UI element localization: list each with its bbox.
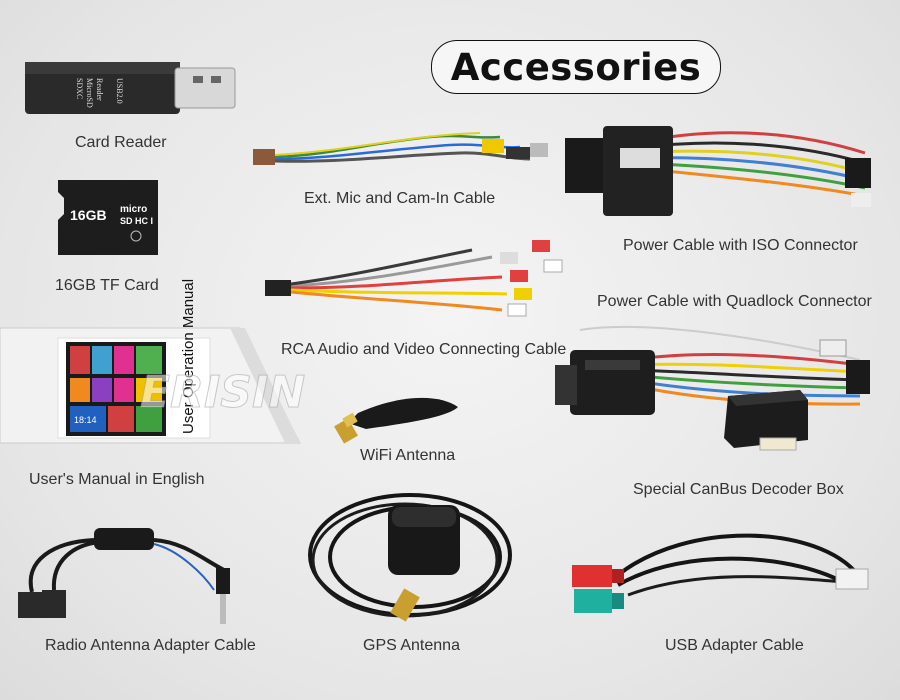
canbus-box-icon bbox=[724, 390, 808, 451]
label-quadlock-cable: Power Cable with Quadlock Connector bbox=[597, 293, 872, 310]
wifi-antenna-icon bbox=[334, 397, 458, 444]
quadlock-harness-icon bbox=[555, 325, 870, 415]
label-wifi-antenna: WiFi Antenna bbox=[360, 447, 456, 464]
watermark: ERISIN bbox=[140, 365, 400, 419]
label-gps-antenna: GPS Antenna bbox=[363, 637, 460, 654]
label-card-reader: Card Reader bbox=[75, 134, 167, 151]
label-canbus-box: Special CanBus Decoder Box bbox=[633, 481, 844, 498]
gps-antenna bbox=[300, 485, 530, 635]
quadlock-cable bbox=[550, 320, 885, 440]
label-mic-cam-cable: Ext. Mic and Cam-In Cable bbox=[304, 190, 496, 207]
gps-antenna-icon bbox=[308, 493, 512, 622]
iso-power-cable bbox=[565, 108, 885, 223]
canbus-box bbox=[720, 388, 815, 458]
user-manual-icon: 18:14 User Operation Manual bbox=[0, 279, 301, 444]
label-manual: User's Manual in English bbox=[29, 471, 205, 488]
usb-adapter-icon bbox=[572, 533, 869, 613]
label-tf-card: 16GB TF Card bbox=[55, 277, 159, 294]
tf-card-class: SD HC I bbox=[120, 216, 153, 226]
rca-cable-icon bbox=[265, 240, 563, 317]
radio-adapter bbox=[14, 520, 264, 630]
micro-sd-card-icon: 16GB micro SD HC I bbox=[58, 180, 158, 255]
card-reader: SDXC MicroSD Reader USB2.0 bbox=[25, 60, 240, 130]
reader-text-reader: Reader bbox=[95, 78, 104, 101]
reader-text-sdxc: SDXC bbox=[75, 78, 84, 99]
label-iso-power-cable: Power Cable with ISO Connector bbox=[623, 237, 858, 254]
wifi-antenna bbox=[318, 383, 463, 444]
iso-harness-icon bbox=[565, 126, 871, 216]
page-title: Accessories bbox=[450, 45, 702, 89]
label-radio-adapter: Radio Antenna Adapter Cable bbox=[45, 637, 256, 654]
reader-text-microsd: MicroSD bbox=[85, 78, 94, 108]
rca-cable bbox=[262, 232, 577, 322]
radio-adapter-icon bbox=[18, 528, 230, 624]
mic-cable-icon bbox=[253, 132, 548, 165]
card-reader-icon: SDXC MicroSD Reader USB2.0 bbox=[25, 62, 236, 114]
erisin-watermark-logo: ERISIN bbox=[140, 367, 306, 419]
tf-card-brand: micro bbox=[120, 204, 147, 215]
label-rca-cable: RCA Audio and Video Connecting Cable bbox=[281, 341, 567, 358]
reader-text-usb: USB2.0 bbox=[115, 78, 124, 104]
manual-cover-title: User Operation Manual bbox=[180, 279, 197, 434]
manual-time-tile: 18:14 bbox=[74, 415, 97, 425]
title-pill: Accessories bbox=[431, 40, 721, 94]
manual: 18:14 User Operation Manual bbox=[0, 279, 301, 448]
usb-adapter bbox=[568, 525, 883, 620]
mic-cam-cable bbox=[250, 125, 555, 180]
watermark-text: ERISIN bbox=[140, 367, 305, 418]
tf-card-capacity: 16GB bbox=[70, 207, 107, 223]
label-usb-adapter: USB Adapter Cable bbox=[665, 637, 804, 654]
tf-card: 16GB micro SD HC I bbox=[58, 180, 158, 255]
